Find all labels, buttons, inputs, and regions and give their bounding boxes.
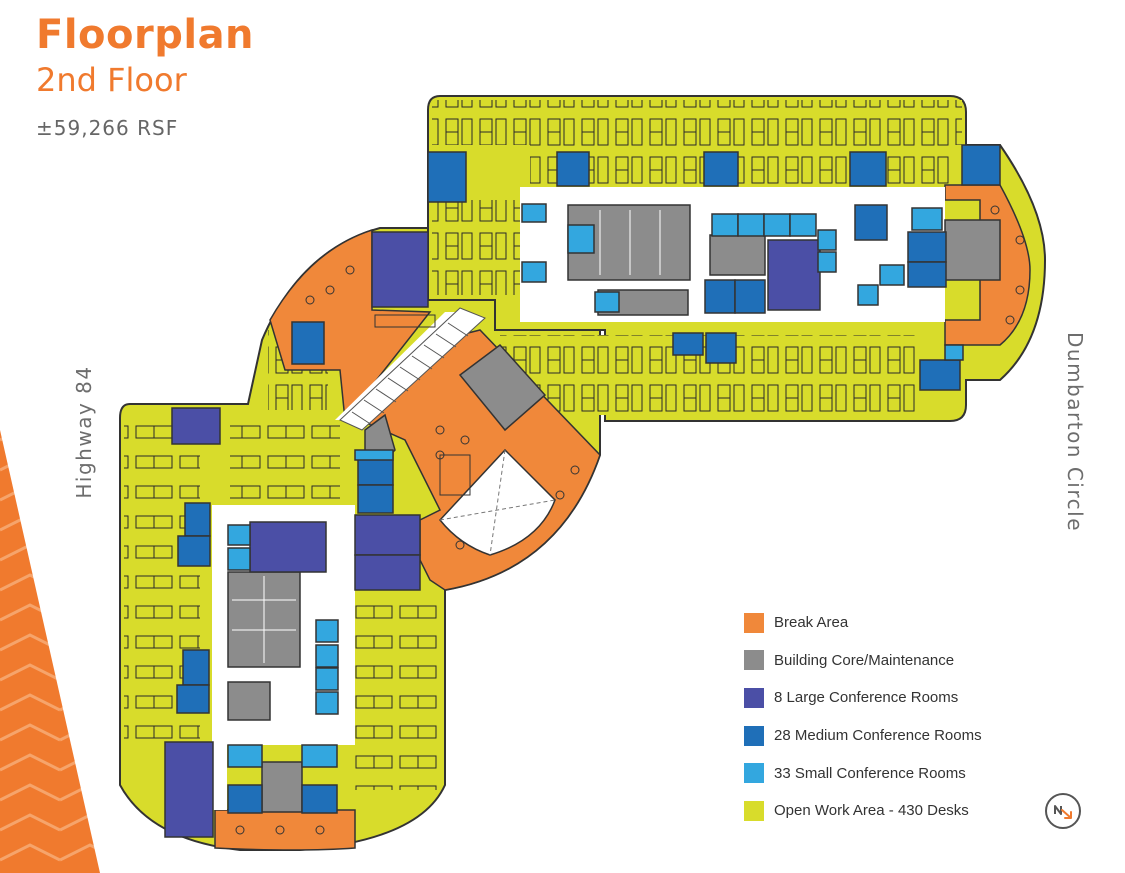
legend-swatch: [744, 763, 764, 784]
legend-swatch: [744, 800, 764, 821]
legend-item-break-area: Break Area: [744, 604, 1044, 642]
north-arrow-icon: [1045, 793, 1081, 829]
page-title: Floorplan: [36, 12, 255, 58]
legend-item-medium-conference: 28 Medium Conference Rooms: [744, 717, 1044, 755]
legend-label: Building Core/Maintenance: [774, 651, 955, 669]
legend-label: Break Area: [774, 614, 849, 632]
legend-label: Open Work Area - 430 Desks: [774, 802, 969, 820]
stairs: [339, 307, 486, 431]
break-furniture: [235, 205, 1025, 835]
street-name-highway: Highway 84: [72, 365, 96, 499]
legend-item-large-conference: 8 Large Conference Rooms: [744, 679, 1044, 717]
legend-swatch: [744, 725, 764, 746]
break-area-bottom: [214, 809, 356, 851]
legend-item-small-conference: 33 Small Conference Rooms: [744, 754, 1044, 792]
decorative-chevron-band: [0, 430, 100, 873]
legend-swatch: [744, 650, 764, 671]
floor-subtitle: 2nd Floor: [36, 61, 187, 99]
legend-label: 8 Large Conference Rooms: [774, 689, 959, 707]
street-name-dumbarton: Dumbarton Circle: [1063, 331, 1087, 533]
legend-label: 28 Medium Conference Rooms: [774, 727, 982, 745]
medium-conference-rooms: [176, 144, 1001, 814]
legend-swatch: [744, 612, 764, 633]
large-conference-rooms: [164, 231, 821, 838]
legend-item-open-work: Open Work Area - 430 Desks: [744, 792, 1044, 830]
legend-swatch: [744, 687, 764, 708]
map-legend: Break Area Building Core/Maintenance 8 L…: [744, 604, 1044, 830]
core-details: [232, 210, 661, 663]
legend-item-building-core: Building Core/Maintenance: [744, 642, 1044, 680]
legend-label: 33 Small Conference Rooms: [774, 764, 966, 782]
rentable-area: ±59,266 RSF: [36, 116, 179, 140]
atrium: [439, 448, 556, 556]
small-conference-rooms: [227, 203, 964, 768]
north-arrow-glyph: [1054, 805, 1072, 819]
